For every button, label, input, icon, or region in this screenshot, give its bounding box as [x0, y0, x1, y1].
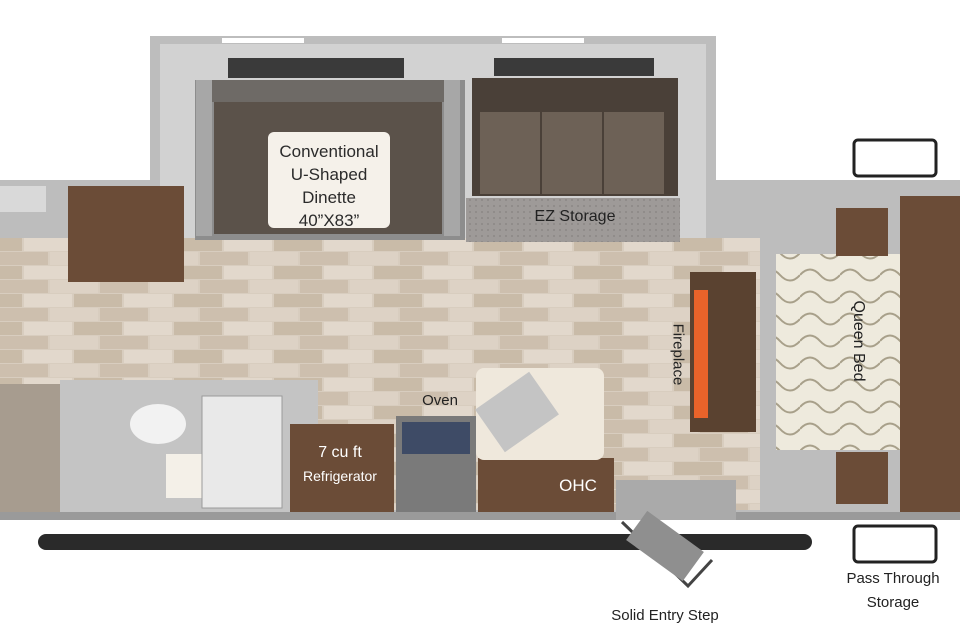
- refrigerator-label-line2: Refrigerator: [303, 468, 377, 484]
- entry-door: [616, 480, 736, 520]
- dinette-size-label: 40”X83”: [298, 211, 360, 230]
- dinette-table: [268, 132, 390, 228]
- ohc-label: OHC: [559, 476, 597, 495]
- left-cabinet: [68, 186, 184, 282]
- storage-label-line1: Pass Through: [846, 570, 940, 587]
- storage-door-bottom: [852, 524, 938, 564]
- queen-bed-label: Queen Bed: [850, 300, 867, 382]
- entry-step-label: Solid Entry Step: [611, 607, 719, 624]
- dinette-label-line1: Conventional: [279, 142, 379, 161]
- sink: [475, 371, 559, 453]
- queen-bed: [776, 254, 900, 450]
- fireplace-label: Fireplace: [669, 323, 687, 386]
- awning-rail: [38, 534, 812, 550]
- ez-storage-area: [466, 198, 680, 242]
- dinette-label-line3: Dinette: [302, 188, 356, 207]
- refrigerator-label-line1: 7 cu ft: [318, 444, 362, 461]
- entry-step: [626, 510, 704, 582]
- ez-storage-label: EZ Storage: [534, 208, 616, 225]
- dinette-label: Conventional U-Shaped Dinette 40”X83”: [268, 140, 390, 232]
- storage-label-line2: Storage: [866, 594, 920, 611]
- refrigerator: [290, 424, 394, 518]
- storage-door-top: [852, 138, 938, 178]
- dinette-label-line2: U-Shaped: [290, 165, 368, 184]
- oven-label: Oven: [422, 392, 458, 409]
- ohc-cabinet: [478, 458, 614, 518]
